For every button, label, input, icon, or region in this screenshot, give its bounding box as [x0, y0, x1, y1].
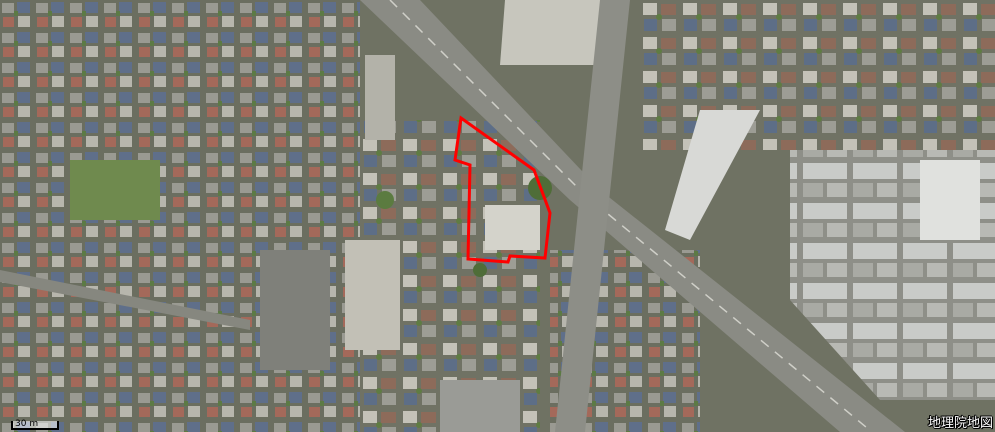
- highlighted-parcel-outline: [453, 115, 552, 264]
- side-street: [0, 270, 250, 330]
- scale-bar: 30 m: [11, 418, 59, 430]
- tree: [473, 263, 487, 277]
- large-building-north: [500, 0, 610, 65]
- main-road: [360, 0, 905, 432]
- map-attribution: 地理院地図: [927, 416, 993, 431]
- apartment-building: [345, 240, 400, 350]
- parking-lot: [260, 250, 330, 370]
- scale-bar-label: 30 m: [15, 419, 39, 429]
- south-building: [440, 380, 520, 432]
- tall-building: [365, 55, 395, 140]
- long-building: [665, 110, 760, 240]
- residential-area-northeast: [640, 0, 995, 150]
- warehouse-roof: [920, 160, 980, 240]
- parcel-building: [485, 205, 540, 250]
- cross-road: [555, 0, 630, 432]
- scale-bar-line: [11, 421, 59, 430]
- tree: [376, 191, 394, 209]
- green-field: [70, 160, 160, 220]
